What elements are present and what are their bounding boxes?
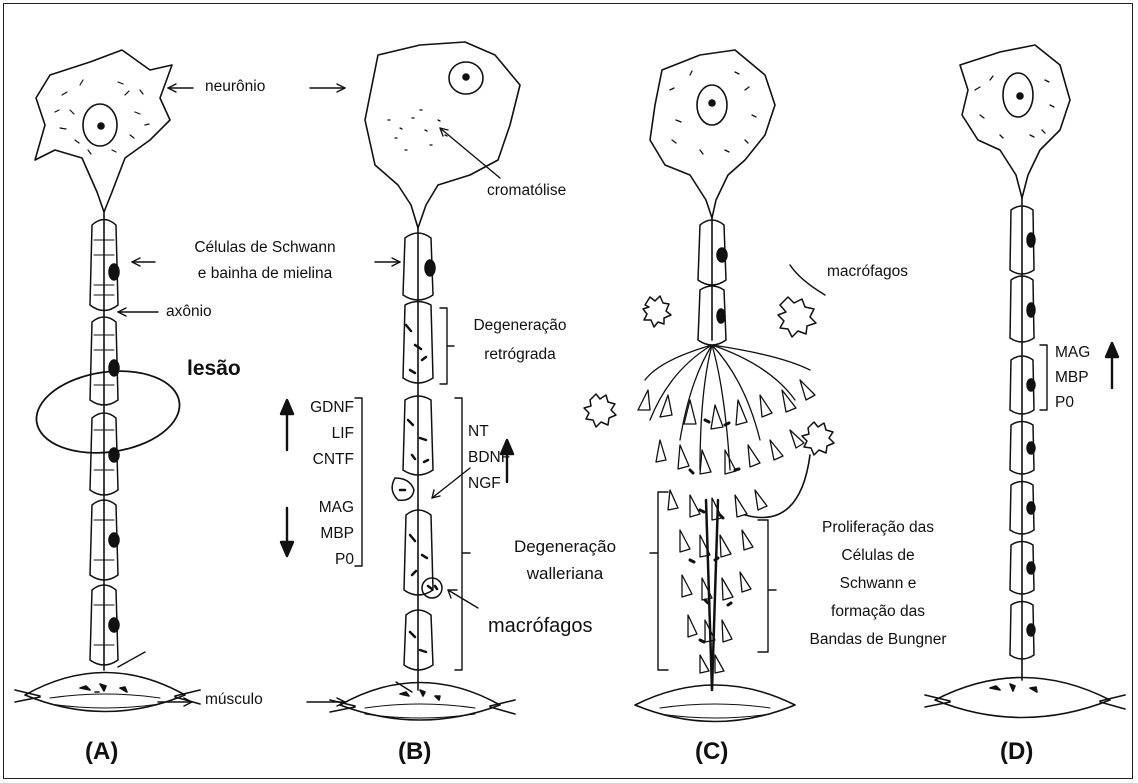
label-waller-line1: Degeneração: [485, 536, 645, 559]
factor-lif: LIF: [300, 424, 354, 445]
prolif-line2: Células de: [778, 546, 978, 567]
factor-ngf: NGF: [468, 474, 501, 495]
label-cromatolise: cromatólise: [487, 181, 566, 202]
direction-arrows: [281, 343, 1118, 556]
panel-a-muscle: [15, 673, 200, 712]
label-waller-line2: walleriana: [485, 563, 645, 586]
factor-nt: NT: [468, 422, 489, 443]
d-factor-mbp: MBP: [1055, 368, 1089, 389]
label-schwann-line1: Células de Schwann: [155, 238, 375, 259]
label-retro-line2: retrógrada: [455, 345, 585, 366]
prolif-line4: formação das: [778, 602, 978, 623]
panel-label-b: (B): [398, 738, 431, 766]
panel-label-d: (D): [1000, 738, 1033, 766]
label-macrofagos-c: macrófagos: [827, 262, 908, 283]
lesion-circle: [31, 362, 185, 461]
panel-d-muscle: [925, 678, 1125, 718]
prolif-line3: Schwann e: [778, 574, 978, 595]
d-factor-mag: MAG: [1055, 343, 1090, 364]
d-factor-p0: P0: [1055, 393, 1074, 414]
panel-a-neuron: [35, 50, 172, 212]
prolif-line5: Bandas de Bungner: [778, 630, 978, 651]
pointer-lines: [118, 84, 500, 706]
factor-cntf: CNTF: [300, 450, 354, 471]
panel-c-neuron: [650, 50, 775, 218]
factor-bdnf: BDNF: [468, 448, 510, 469]
factor-mag: MAG: [300, 498, 354, 519]
panel-d-neuron: [960, 45, 1070, 198]
panel-label-a: (A): [85, 738, 118, 766]
label-axonio: axônio: [166, 302, 212, 323]
label-lesao: lesão: [187, 355, 241, 383]
label-macrofagos-b: macrófagos: [488, 613, 593, 640]
label-neuronio: neurônio: [205, 77, 265, 98]
panel-label-c: (C): [695, 738, 728, 766]
label-musculo: músculo: [205, 690, 263, 711]
panel-c-muscle: [635, 685, 795, 722]
label-schwann-line2: e bainha de mielina: [155, 264, 375, 285]
prolif-line1: Proliferação das: [778, 518, 978, 539]
panel-b-schwann-cells: [392, 233, 442, 670]
factor-gdnf: GDNF: [300, 398, 354, 419]
factor-p0: P0: [300, 550, 354, 571]
factor-mbp: MBP: [300, 524, 354, 545]
panel-b-muscle: [330, 683, 515, 721]
label-retro-line1: Degeneração: [455, 316, 585, 337]
curved-arrow-c: [745, 455, 810, 518]
